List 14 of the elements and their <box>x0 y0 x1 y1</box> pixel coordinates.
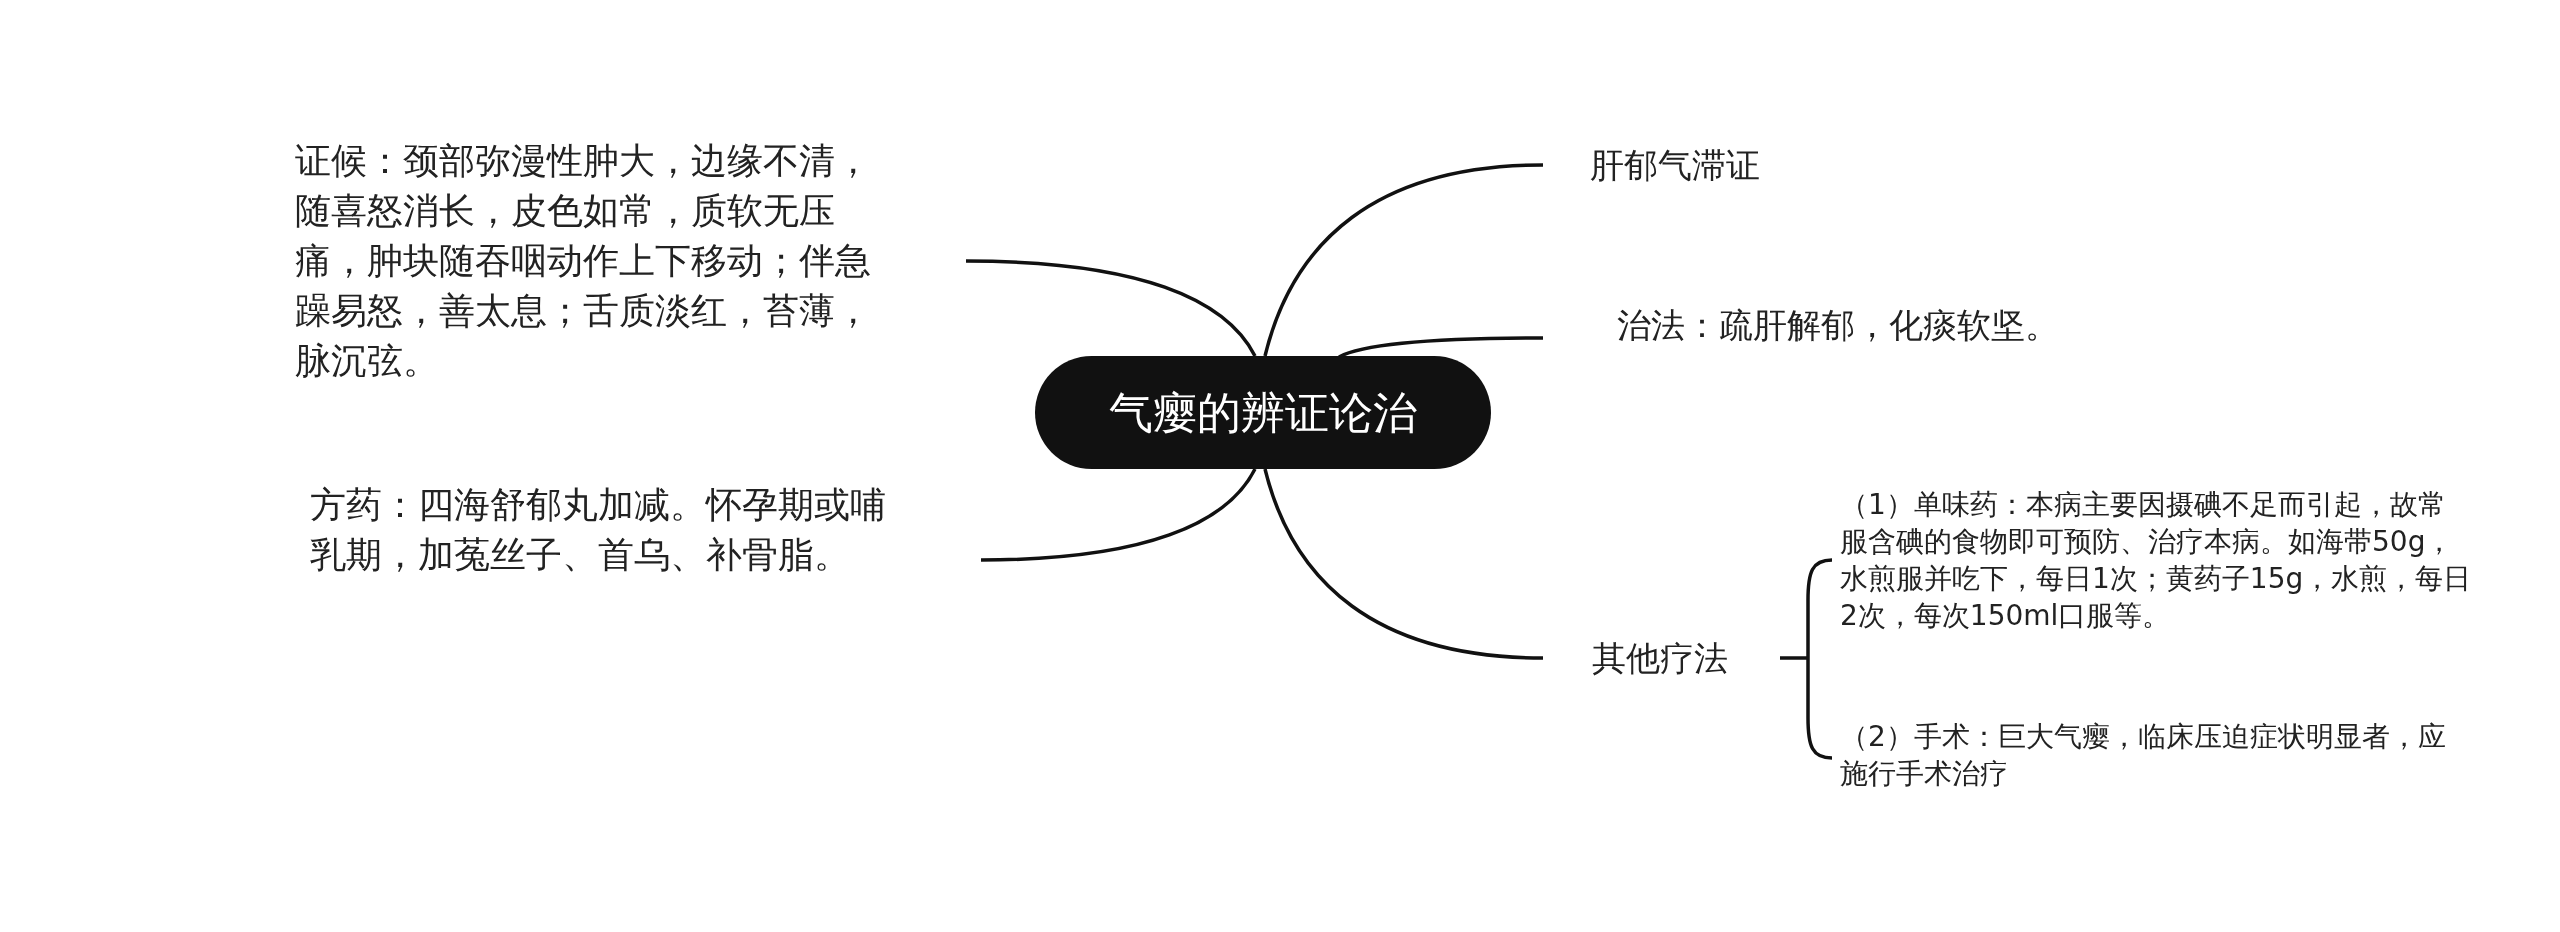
branch-text: 证候：颈部弥漫性肿大，边缘不清，随喜怒消长，皮色如常，质软无压痛，肿块随吞咽动作上下移动；伴急躁易怒，善太息；舌质淡红，苔薄，脉沉弦。 <box>285 136 966 396</box>
central-topic: 气瘿的辨证论治 <box>1035 356 1491 469</box>
branch-text: 肝郁气滞证 <box>1543 140 1943 196</box>
branch-text: 其他疗法 <box>1543 630 1780 686</box>
detail-text: （1）单味药：本病主要因摄碘不足而引起，故常服含碘的食物即可预防、治疗本病。如海带50g，水煎服并吃下，每日1次；黄药子15g，水煎，每日2次，每次150ml口服等。 <box>1832 486 2472 646</box>
brace-connector <box>1778 558 1834 760</box>
detail-text: （2）手术：巨大气瘿，临床压迫症状明显者，应施行手术治疗 <box>1832 718 2472 798</box>
branch-line <box>1263 163 1544 357</box>
branch-line <box>965 259 1257 357</box>
branch-text: 方药：四海舒郁丸加减。怀孕期或哺乳期，加菟丝子、首乌、补骨脂。 <box>300 480 981 640</box>
branch-text: 治法：疏肝解郁，化痰软坚。 <box>1543 300 2183 356</box>
branch-line <box>1338 336 1543 359</box>
branch-line <box>980 468 1257 562</box>
branch-line <box>1263 468 1544 660</box>
